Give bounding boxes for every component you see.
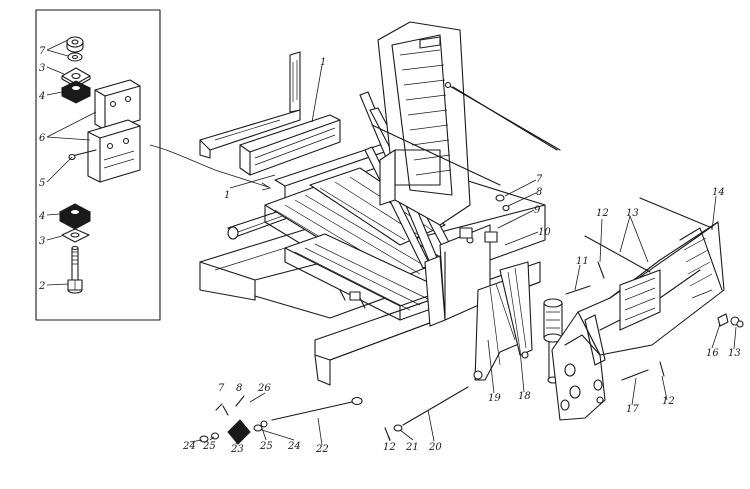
callout-label: 6 <box>39 133 46 144</box>
callout-label: 12 <box>662 396 675 407</box>
callout-label: 17 <box>626 404 639 415</box>
square-washer-lower-part <box>61 228 90 243</box>
callout-label: 18 <box>518 391 531 402</box>
bracket-part <box>87 79 141 183</box>
callout-label: 16 <box>706 348 719 359</box>
square-washer-part <box>61 67 91 88</box>
callout-label: 21 <box>405 442 419 453</box>
callout-label: 25 <box>202 441 216 452</box>
callout-label: 14 <box>712 187 725 198</box>
callout-label: 23 <box>230 444 244 455</box>
callout-label: 19 <box>488 393 501 404</box>
callout-label: 4 <box>38 91 45 102</box>
tow-bracket-assembly <box>473 261 533 381</box>
callout-label: 4 <box>38 211 45 222</box>
detail-connector <box>149 144 269 188</box>
callout-label: 7 <box>536 174 543 185</box>
callout-label: 26 <box>257 383 271 394</box>
callout-label: 3 <box>39 236 45 247</box>
rubber-pad-lower-part <box>58 203 92 230</box>
nut-and-washer-part <box>66 36 84 62</box>
rubber-pad-part <box>60 80 92 104</box>
callout-label: 12 <box>596 208 609 219</box>
callout-label: 1 <box>224 190 230 201</box>
callout-label: 8 <box>236 383 242 394</box>
callout-labels: 7 3 4 6 5 4 3 2 1 1 7 8 9 10 12 13 14 11… <box>38 46 741 455</box>
callout-label: 11 <box>576 256 589 267</box>
long-bolt-part <box>67 245 83 294</box>
detail-inset <box>35 9 161 321</box>
callout-label: 24 <box>287 441 301 452</box>
callout-label: 12 <box>383 442 396 453</box>
callout-label: 22 <box>315 444 329 455</box>
leader-lines <box>189 64 737 446</box>
callout-label: 13 <box>728 348 741 359</box>
callout-label: 7 <box>39 46 46 57</box>
callout-label: 9 <box>534 205 541 216</box>
callout-label: 3 <box>39 63 45 74</box>
callout-label: 13 <box>626 208 639 219</box>
callout-label: 5 <box>39 178 45 189</box>
callout-label: 2 <box>38 281 45 292</box>
callout-label: 8 <box>536 187 542 198</box>
callout-label: 20 <box>428 442 442 453</box>
callout-label: 10 <box>538 227 551 238</box>
callout-label: 7 <box>218 383 225 394</box>
callout-label: 24 <box>182 441 196 452</box>
callout-label: 1 <box>320 57 326 68</box>
seat-pan-box <box>551 197 744 421</box>
callout-label: 25 <box>259 441 273 452</box>
vehicle-frame <box>199 21 561 386</box>
